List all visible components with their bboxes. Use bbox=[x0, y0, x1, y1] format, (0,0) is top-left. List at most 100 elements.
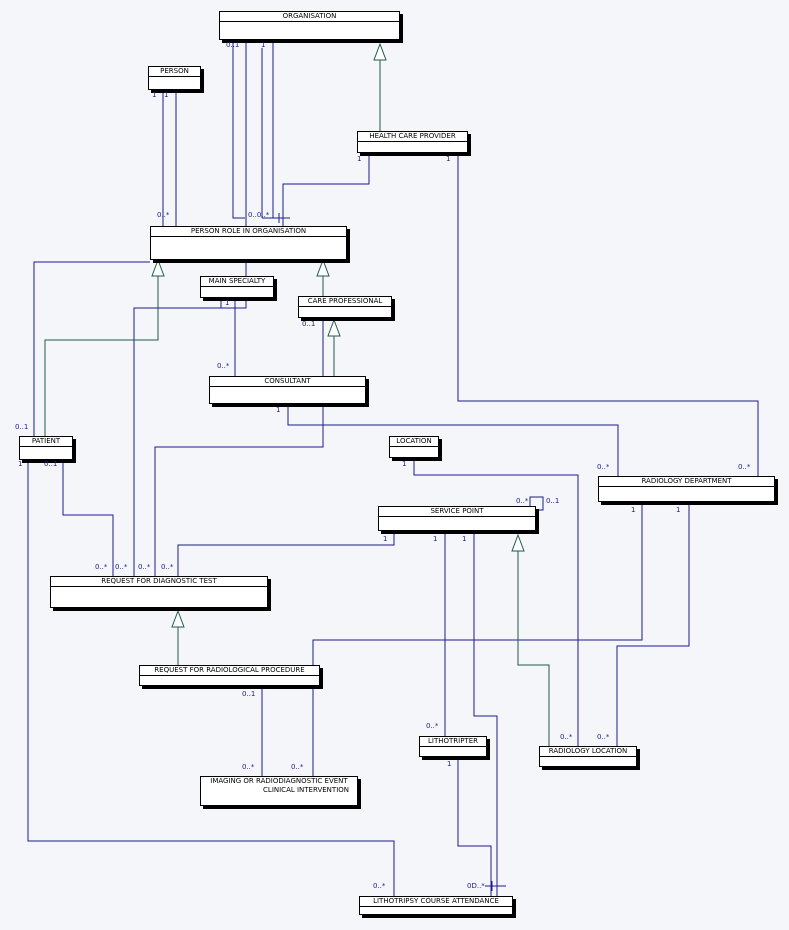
class-person-role-in-organisation[interactable]: PERSON ROLE IN ORGANISATION bbox=[150, 226, 347, 260]
mult-label: 0..1 bbox=[15, 423, 29, 431]
mult-label: 1 bbox=[446, 155, 451, 163]
class-request-radiological-name: REQUEST FOR RADIOLOGICAL PROCEDURE bbox=[140, 666, 319, 676]
mult-label: 0..1 bbox=[226, 41, 240, 49]
assoc-service-point-request bbox=[177, 531, 395, 576]
mult-label: 0..* bbox=[291, 763, 304, 771]
assoc-hcp-radiology-dept bbox=[457, 153, 759, 476]
mult-label: 0..* bbox=[217, 362, 230, 370]
mult-label: 1 bbox=[152, 91, 157, 99]
class-lithotripter-name: LITHOTRIPTER bbox=[420, 737, 486, 747]
class-care-professional[interactable]: CARE PROFESSIONAL bbox=[298, 296, 392, 318]
class-main-specialty[interactable]: MAIN SPECIALTY bbox=[200, 276, 274, 298]
class-request-diagnostic-name: REQUEST FOR DIAGNOSTIC TEST bbox=[51, 577, 267, 587]
class-health-care-provider[interactable]: HEALTH CARE PROVIDER bbox=[357, 131, 468, 153]
class-service-point-name: SERVICE POINT bbox=[379, 507, 535, 517]
class-patient-name: PATIENT bbox=[20, 437, 72, 447]
assoc-location-radiology-location bbox=[413, 458, 579, 746]
class-location[interactable]: LOCATION bbox=[389, 436, 439, 458]
mult-label: 0..1 bbox=[242, 690, 256, 698]
class-consultant[interactable]: CONSULTANT bbox=[209, 376, 366, 404]
class-service-point[interactable]: SERVICE POINT bbox=[378, 506, 536, 531]
mult-label: 0D..* bbox=[467, 882, 485, 890]
class-lithotripsy-course-attendance[interactable]: LITHOTRIPSY COURSE ATTENDANCE bbox=[359, 896, 513, 915]
mult-label: 0..* bbox=[597, 733, 610, 741]
class-organisation[interactable]: ORGANISATION bbox=[219, 11, 400, 40]
class-imaging-event-subname: CLINICAL INTERVENTION bbox=[263, 786, 349, 794]
mult-label: 0..1 bbox=[44, 460, 58, 468]
assoc-main-specialty-request bbox=[133, 307, 221, 576]
mult-label: 0..* bbox=[516, 497, 529, 505]
mult-label: 0..* bbox=[242, 763, 255, 771]
assoc-radiology-dept-location bbox=[616, 502, 690, 746]
class-location-name: LOCATION bbox=[390, 437, 438, 447]
gen-radiology-location-service-point bbox=[517, 551, 550, 746]
mult-label: 1 bbox=[462, 535, 467, 543]
assoc-org-person-role bbox=[232, 40, 245, 219]
mult-label: 1 bbox=[402, 460, 407, 468]
assoc-lithotripter-attendance bbox=[457, 757, 492, 896]
gen-patient-person-role bbox=[44, 276, 159, 436]
gen-arrow-organisation bbox=[373, 42, 387, 61]
mult-label: 1 bbox=[447, 760, 452, 768]
assoc-org-main-specialty bbox=[220, 40, 247, 309]
gen-arrow-service-point bbox=[511, 533, 525, 552]
class-radiology-location[interactable]: RADIOLOGY LOCATION bbox=[539, 746, 637, 767]
assoc-service-point-lithotripsy bbox=[473, 531, 498, 896]
mult-label: 0..* bbox=[597, 463, 610, 471]
mult-label: 1 bbox=[164, 91, 169, 99]
class-person-name: PERSON bbox=[149, 67, 200, 77]
class-radiology-department-name: RADIOLOGY DEPARTMENT bbox=[599, 477, 774, 487]
class-imaging-or-radiodiagnostic-event[interactable]: IMAGING OR RADIODIAGNOSTIC EVENT CLINICA… bbox=[200, 776, 358, 806]
mult-label: 1 bbox=[433, 535, 438, 543]
mult-label: 0..1 bbox=[546, 497, 560, 505]
class-imaging-event-name: IMAGING OR RADIODIAGNOSTIC EVENT bbox=[210, 777, 348, 785]
assoc-care-professional-request bbox=[154, 318, 324, 576]
class-health-care-provider-name: HEALTH CARE PROVIDER bbox=[358, 132, 467, 142]
assoc-consultant-radiology-dept bbox=[287, 404, 619, 476]
class-radiology-location-name: RADIOLOGY LOCATION bbox=[540, 747, 636, 757]
class-lithotripsy-attendance-name: LITHOTRIPSY COURSE ATTENDANCE bbox=[360, 897, 512, 907]
mult-label: 0..* bbox=[138, 563, 151, 571]
class-person-role-name: PERSON ROLE IN ORGANISATION bbox=[151, 227, 346, 237]
class-request-for-diagnostic-test[interactable]: REQUEST FOR DIAGNOSTIC TEST bbox=[50, 576, 268, 608]
mult-label: 0..* bbox=[560, 733, 573, 741]
gen-arrow-care-professional bbox=[327, 318, 341, 337]
class-main-specialty-name: MAIN SPECIALTY bbox=[201, 277, 273, 287]
class-request-for-radiological-procedure[interactable]: REQUEST FOR RADIOLOGICAL PROCEDURE bbox=[139, 665, 320, 686]
mult-label: 1 bbox=[676, 506, 681, 514]
class-patient[interactable]: PATIENT bbox=[19, 436, 73, 460]
mult-label: 1 bbox=[261, 41, 266, 49]
class-lithotripter[interactable]: LITHOTRIPTER bbox=[419, 736, 487, 757]
mult-label: 1 bbox=[18, 460, 23, 468]
class-care-professional-name: CARE PROFESSIONAL bbox=[299, 297, 391, 307]
mult-label: 1 bbox=[225, 299, 230, 307]
class-organisation-name: ORGANISATION bbox=[220, 12, 399, 22]
mult-label: 0..1 bbox=[302, 320, 316, 328]
mult-label: 1 bbox=[357, 155, 362, 163]
mult-label: 0..* bbox=[738, 463, 751, 471]
assoc-hcp-person-role bbox=[282, 153, 370, 226]
mult-label: 0..* bbox=[115, 563, 128, 571]
gen-arrow-person-role bbox=[151, 258, 165, 277]
assoc-person-role-patient bbox=[33, 261, 150, 436]
mult-label: 0..* bbox=[426, 722, 439, 730]
assoc-patient-request bbox=[62, 460, 114, 576]
gen-arrow-request bbox=[171, 609, 185, 628]
assoc-service-point-self bbox=[529, 496, 544, 511]
class-person[interactable]: PERSON bbox=[148, 66, 201, 90]
mult-label: 0..* bbox=[157, 211, 170, 219]
mult-label: 1 bbox=[631, 506, 636, 514]
mult-label: 1 bbox=[276, 406, 281, 414]
mult-label: 0..* bbox=[161, 563, 174, 571]
mult-label: 0..* bbox=[373, 882, 386, 890]
mult-label: 0..0..* bbox=[248, 211, 270, 219]
assoc-radiology-dept-imaging bbox=[312, 502, 643, 776]
class-radiology-department[interactable]: RADIOLOGY DEPARTMENT bbox=[598, 476, 775, 502]
gen-arrow-person-role-2 bbox=[316, 258, 330, 277]
assoc-patient-lithotripsy bbox=[27, 460, 395, 896]
mult-label: 1 bbox=[383, 535, 388, 543]
class-consultant-name: CONSULTANT bbox=[210, 377, 365, 387]
mult-label: 0..* bbox=[95, 563, 108, 571]
